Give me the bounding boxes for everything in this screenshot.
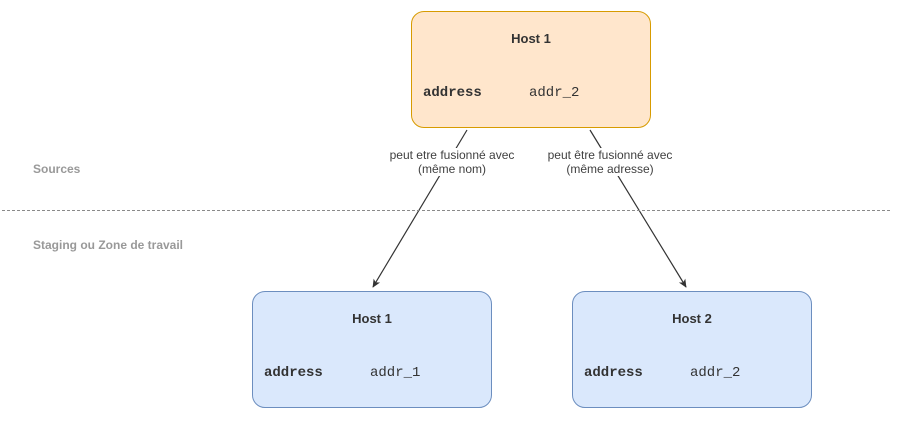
node-field-row: address addr_1 bbox=[253, 364, 491, 382]
edge-label-merge-by-address: peut être fusionné avec (même adresse) bbox=[545, 148, 675, 176]
node-field-row: address addr_2 bbox=[573, 364, 811, 382]
edge-label-line2: (même adresse) bbox=[566, 162, 654, 176]
field-value: addr_2 bbox=[529, 85, 580, 101]
lane-label-staging: Staging ou Zone de travail bbox=[33, 238, 184, 252]
node-title: Host 2 bbox=[672, 311, 712, 326]
edge-label-merge-by-name: peut etre fusionné avec (même nom) bbox=[387, 148, 517, 176]
edge-label-line1: peut etre fusionné avec bbox=[389, 148, 515, 162]
node-staging-host1: Host 1 address addr_1 bbox=[252, 291, 492, 408]
field-name: address bbox=[584, 365, 643, 381]
node-title: Host 1 bbox=[352, 311, 392, 326]
edge-label-line1: peut être fusionné avec bbox=[547, 148, 673, 162]
field-value: addr_2 bbox=[690, 365, 741, 381]
field-value: addr_1 bbox=[370, 365, 421, 381]
node-title: Host 1 bbox=[511, 31, 551, 46]
node-staging-host2: Host 2 address addr_2 bbox=[572, 291, 812, 408]
node-field-row: address addr_2 bbox=[412, 84, 650, 102]
lane-divider-dashed-line bbox=[2, 210, 890, 211]
edge-label-line2: (même nom) bbox=[417, 162, 487, 176]
field-name: address bbox=[423, 85, 482, 101]
lane-label-sources: Sources bbox=[33, 162, 81, 176]
field-name: address bbox=[264, 365, 323, 381]
node-source-host1: Host 1 address addr_2 bbox=[411, 11, 651, 128]
